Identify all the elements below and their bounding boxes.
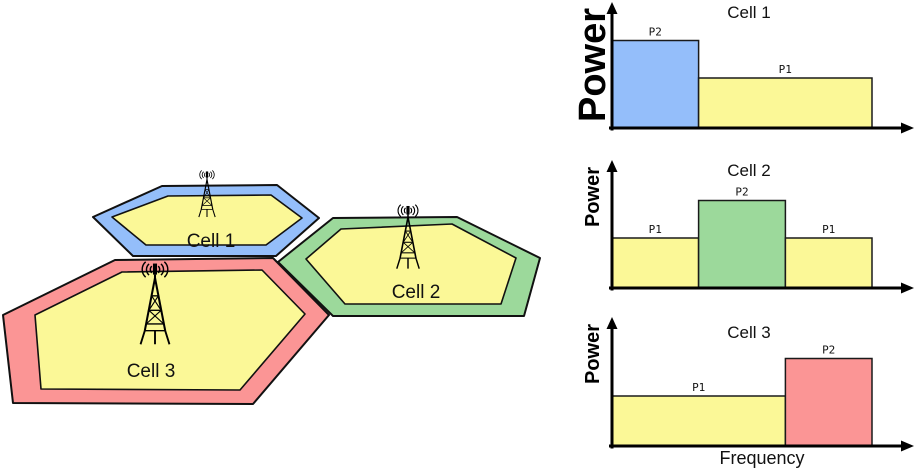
cell-2-hexagon [277, 216, 541, 317]
bar-p2 [784, 357, 873, 447]
chart-title: Cell 1 [727, 3, 771, 22]
bar-label-p1: P1 [649, 223, 662, 236]
cell-1-hexagon [92, 184, 320, 257]
cell-1-label: Cell 1 [187, 231, 236, 252]
chart-title: Cell 2 [727, 161, 771, 180]
y-axis-arrowhead [606, 317, 618, 329]
cell-2-interior [305, 223, 517, 305]
x-axis-arrowhead [901, 440, 914, 452]
x-axis-arrowhead [901, 122, 914, 134]
power-spectrum-plot: P1 P2 [606, 317, 914, 452]
cell-1-interior [111, 194, 303, 246]
bar-label-p1: P1 [692, 381, 705, 394]
cell-2-label: Cell 2 [392, 282, 441, 303]
bar-p2 [697, 199, 787, 289]
bar-label-p2: P2 [649, 26, 662, 39]
cell-3-label: Cell 3 [127, 361, 176, 382]
bar-p2 [611, 39, 700, 129]
bar-label-p2: P2 [735, 186, 748, 199]
cell-3-interior [34, 269, 306, 391]
bar-p1 [611, 237, 700, 289]
bar-label-p1: P1 [779, 63, 792, 76]
y-axis-arrowhead [606, 160, 618, 172]
bar-label-p2: P2 [822, 344, 835, 357]
bar-p1 [784, 237, 873, 289]
bar-p1 [697, 77, 873, 129]
cell-map-diagram: Cell 1 Cell 2 Cell 3 [2, 170, 541, 405]
bar-label-p1: P1 [822, 223, 835, 236]
chart-title: Cell 3 [727, 323, 771, 342]
x-axis-arrowhead [901, 282, 914, 294]
y-axis-arrowhead [606, 2, 618, 14]
x-axis-label: Frequency [719, 448, 805, 468]
bar-p1 [611, 395, 787, 447]
